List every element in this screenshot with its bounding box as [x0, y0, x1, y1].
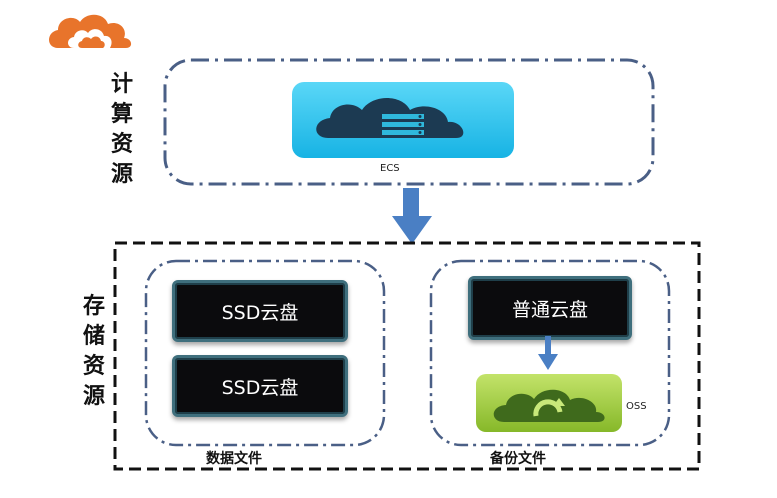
compute-resource-boundary — [163, 58, 655, 186]
data-files-label: 数据文件 — [206, 451, 262, 467]
data-files-group-boundary — [144, 259, 386, 447]
arrow-down-icon — [392, 188, 432, 244]
storage-resource-label: 存储资源 — [82, 294, 105, 409]
ecs-label: ECS — [380, 163, 400, 174]
standard-cloud-disk: 普通云盘 — [468, 276, 632, 340]
oss-label: OSS — [626, 401, 647, 412]
oss-cloud-upload-icon — [476, 374, 622, 432]
ssd-disk-1: SSD云盘 — [172, 280, 348, 342]
ssd-disk-2: SSD云盘 — [172, 355, 348, 417]
storage-resource-boundary — [113, 241, 701, 471]
backup-arrow-down-icon — [538, 336, 558, 370]
backup-files-group-boundary — [429, 259, 671, 447]
backup-files-label: 备份文件 — [490, 451, 546, 467]
aliyun-cloud-logo-icon — [49, 14, 132, 48]
ecs-server-cloud-icon — [292, 82, 514, 158]
compute-resource-label: 计算资源 — [110, 72, 133, 187]
